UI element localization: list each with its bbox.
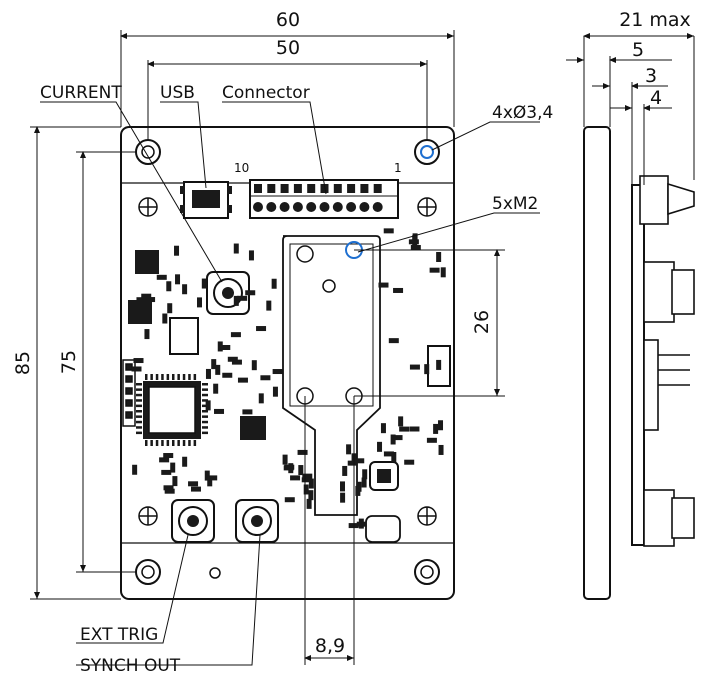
pin-header	[122, 359, 136, 427]
sma-connector-ext-trig	[171, 499, 215, 543]
label-ext-trig: EXT TRIG	[80, 625, 158, 645]
terminal-connector	[249, 179, 399, 219]
dim-depth-max: 21 max	[619, 9, 691, 31]
microcontroller-chip	[136, 374, 208, 446]
dim-height-total: 85	[12, 351, 34, 375]
front-view	[120, 126, 455, 600]
crystal	[365, 515, 401, 543]
label-mount-holes: 4xØ3,4	[492, 103, 553, 123]
label-pin-1: 1	[394, 161, 402, 175]
label-usb: USB	[160, 83, 195, 103]
dim-window-width: 8,9	[315, 635, 345, 657]
sensor-window	[282, 235, 381, 516]
side-components	[639, 175, 695, 547]
label-small-holes: 5xM2	[492, 194, 538, 214]
sma-connector-current	[206, 271, 250, 315]
dim-d5: 5	[632, 39, 644, 61]
dim-height-holes: 75	[58, 350, 80, 374]
side-view	[583, 126, 695, 600]
label-pin-10: 10	[234, 161, 249, 175]
label-connector: Connector	[222, 83, 310, 103]
side-dimensions	[566, 33, 695, 185]
dim-window-height: 26	[471, 310, 493, 334]
usb-connector	[180, 181, 232, 219]
dim-width-total: 60	[276, 9, 300, 31]
front-dimensions	[30, 30, 505, 665]
pcb-pads	[131, 228, 446, 529]
label-synch-out: SYNCH OUT	[80, 656, 181, 676]
side-base-plate	[583, 126, 611, 600]
dim-width-holes: 50	[276, 37, 300, 59]
leader-lines	[40, 101, 540, 666]
dim-d3: 3	[645, 65, 657, 87]
side-pcb	[631, 184, 645, 546]
sma-connector-synch-out	[235, 499, 279, 543]
screw-icon	[138, 197, 437, 526]
label-current: CURRENT	[40, 83, 122, 103]
dim-d4: 4	[650, 87, 662, 109]
